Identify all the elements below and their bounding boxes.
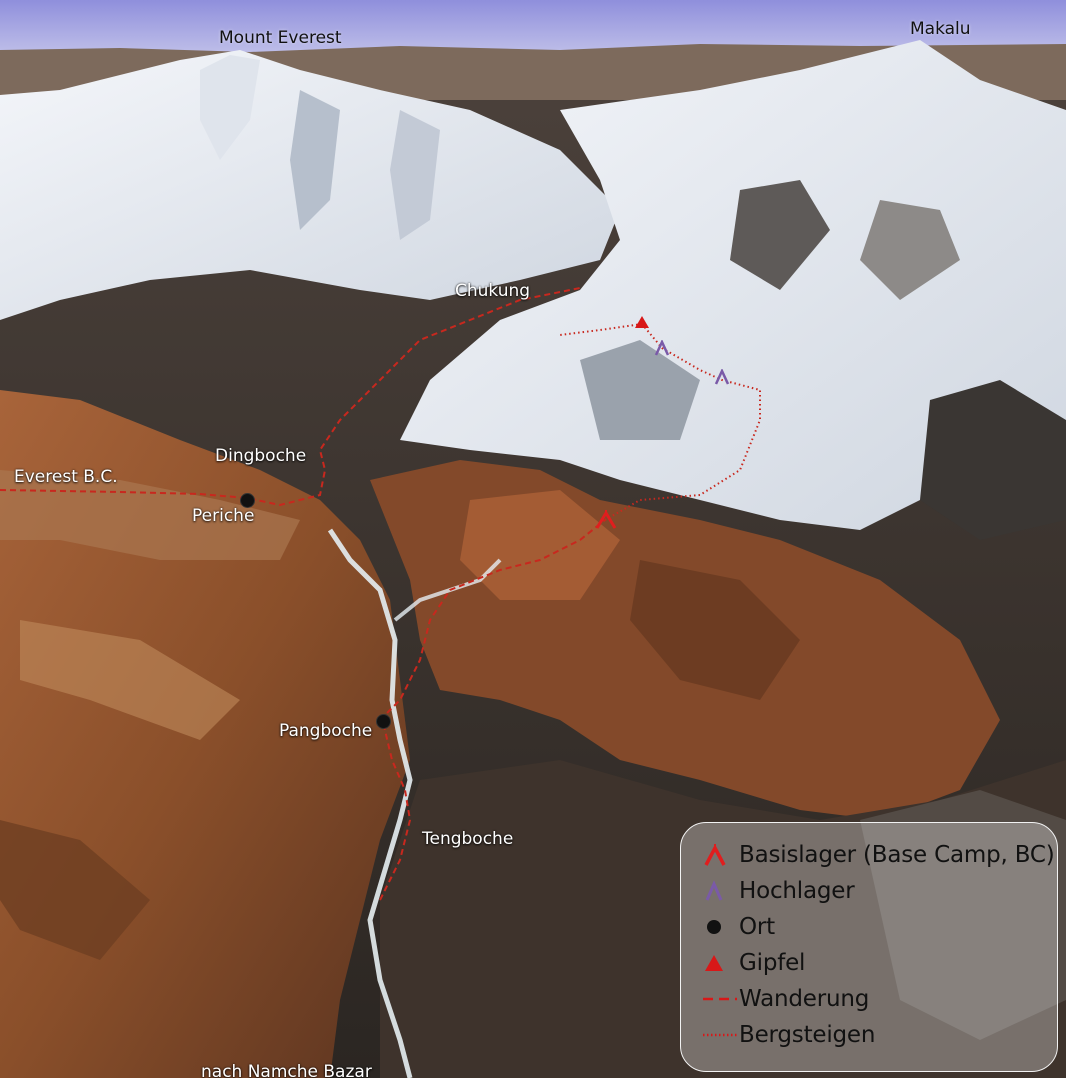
legend-item-place: Ort (699, 909, 1057, 945)
legend-item-summit: Gipfel (699, 945, 1057, 981)
high-camp-icon (654, 340, 670, 356)
label-chukung: Chukung (455, 281, 531, 301)
summit-triangle-icon (705, 955, 723, 971)
legend-label: Hochlager (739, 878, 855, 904)
label-pangboche: Pangboche (279, 721, 373, 741)
legend-item-climbing: Bergsteigen (699, 1017, 1057, 1053)
label-tengboche: Tengboche (422, 829, 514, 849)
base-camp-icon (595, 510, 617, 529)
legend-item-high-camp: Hochlager (699, 873, 1057, 909)
legend-label: Basislager (Base Camp, BC) (739, 842, 1055, 868)
map-legend: Basislager (Base Camp, BC) Hochlager Ort… (680, 822, 1058, 1072)
hiking-line-icon (703, 997, 737, 1001)
place-periche-dot-icon (240, 493, 255, 508)
climbing-line-icon (703, 1033, 737, 1037)
label-namche-bazar: nach Namche Bazar (201, 1062, 372, 1078)
base-camp-icon (704, 844, 726, 866)
place-dot-icon (707, 920, 721, 934)
high-camp-icon (714, 369, 730, 385)
label-dingboche: Dingboche (215, 446, 307, 466)
label-periche: Periche (192, 506, 255, 526)
label-everest-bc: Everest B.C. (14, 467, 118, 487)
legend-label: Wanderung (739, 986, 870, 1012)
label-makalu: Makalu (910, 19, 971, 39)
legend-item-hiking: Wanderung (699, 981, 1057, 1017)
high-camp-icon (705, 880, 723, 901)
legend-item-base-camp: Basislager (Base Camp, BC) (699, 837, 1057, 873)
legend-label: Gipfel (739, 950, 806, 976)
place-pangboche-dot-icon (376, 714, 391, 729)
legend-label: Bergsteigen (739, 1022, 876, 1048)
legend-label: Ort (739, 914, 775, 940)
label-mount-everest: Mount Everest (219, 28, 342, 48)
summit-triangle-icon (635, 316, 649, 328)
